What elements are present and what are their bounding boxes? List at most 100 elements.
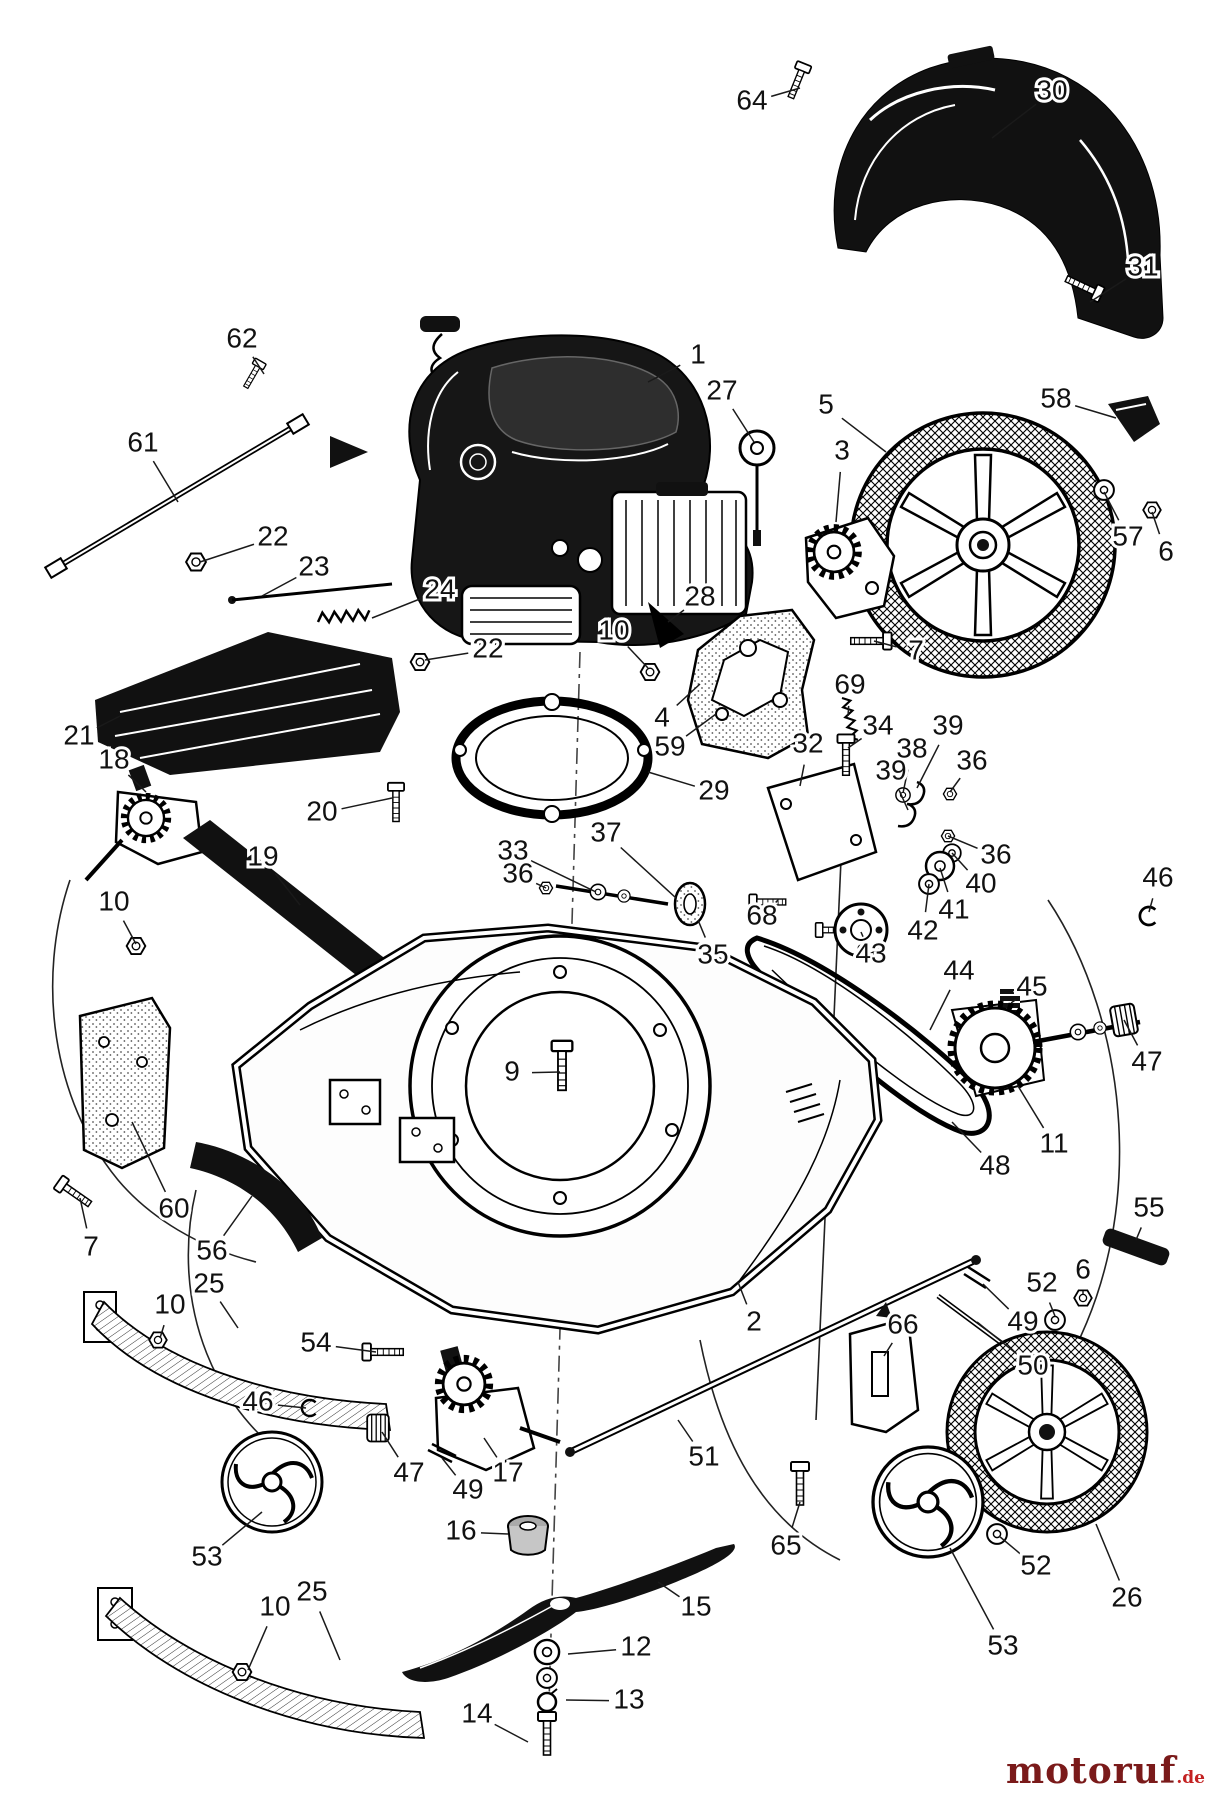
engine-illustration [408,316,754,646]
height-adjuster-rear-illustration [804,516,896,620]
part-label-36: 36 [956,744,987,775]
leader-line-12 [567,1649,617,1655]
leader-line-41 [939,867,949,893]
part-label-25: 25 [193,1267,224,1298]
part-label-2: 2 [746,1305,762,1336]
part-label-27: 27 [706,374,737,405]
leader-line-51 [677,1419,694,1442]
leader-line-18 [127,774,147,793]
transmission-pulley-illustration [814,902,889,958]
leader-line-10 [122,920,137,945]
baffle-nut-lower [231,1662,253,1682]
leader-line-60 [131,1121,167,1193]
part-label-56: 56 [196,1234,227,1265]
part-label-13: 13 [613,1683,644,1714]
part-label-49: 49 [1007,1305,1038,1336]
part-label-36: 36 [502,857,533,888]
hinge-bolt [790,1461,810,1506]
part-label-3: 3 [834,434,850,465]
height-adjuster-left-illustration [84,764,204,882]
part-label-65: 65 [770,1529,801,1560]
leader-line-5 [841,417,887,453]
part-label-51: 51 [688,1440,719,1471]
part-label-39: 39 [875,754,906,785]
roll-pin [427,1442,457,1464]
part-label-61: 61 [127,426,158,457]
leader-line-14 [494,1723,529,1743]
part-label-55: 55 [1133,1191,1164,1222]
part-label-10: 10 [154,1288,185,1319]
leader-line-44 [929,989,951,1031]
part-label-6: 6 [1158,535,1174,566]
part-label-33: 33 [497,834,528,865]
leader-line-10 [159,1324,165,1339]
part-label-23: 23 [298,550,329,581]
leader-line-62 [252,356,265,375]
part-label-18: 18 [98,743,129,774]
leader-line-33 [530,860,597,893]
leader-line-1 [647,364,681,383]
part-label-7: 7 [908,634,924,665]
leader-line-10 [247,1626,268,1671]
leader-line-22 [424,652,469,661]
leader-line-35 [697,919,706,938]
leader-line-37 [620,846,677,899]
part-label-10: 10 [98,885,129,916]
mount-bracket-illustration [766,762,878,882]
hubcap-right-illustration [871,1445,985,1559]
leader-line-36 [947,835,978,849]
handle-rod-illustration [43,412,368,580]
part-label-34: 34 [862,709,893,740]
leader-line-6 [1151,511,1161,535]
part-label-46: 46 [1142,861,1173,892]
front-wheel-illustration [945,1330,1149,1534]
handle-pad-illustration [1102,1228,1170,1266]
shaft-e-clip [1138,905,1157,927]
front-baffle-lower-illustration [97,1587,426,1739]
wheel-trim-cap [1108,396,1160,442]
assembly-arrow [648,602,684,648]
wheel-washer [1093,479,1115,501]
leader-line-10 [627,646,649,669]
adjuster-bolt-front [361,1342,405,1362]
watermark-logo[interactable]: motoruf.de [1006,1750,1205,1792]
lock-washer [536,1688,558,1713]
part-label-26: 26 [1111,1581,1142,1612]
part-label-37: 37 [590,816,621,847]
part-label-53: 53 [987,1629,1018,1660]
watermark-suffix: .de [1176,1768,1205,1788]
leader-line-43 [860,931,864,937]
watermark-brand: motoruf [1006,1750,1177,1792]
part-label-66: 66 [887,1308,918,1339]
leader-line-15 [657,1581,680,1598]
cover-screw [782,59,813,102]
leader-line-54 [335,1345,377,1353]
part-label-16: 16 [445,1514,476,1545]
part-label-68: 68 [746,899,777,930]
leader-line-28 [667,609,685,623]
part-label-1: 1 [690,338,706,369]
leader-line-48 [951,1121,982,1154]
part-label-52: 52 [1026,1266,1057,1297]
leader-line-68 [775,899,779,903]
part-label-6: 6 [1075,1253,1091,1284]
leader-line-69 [847,705,850,717]
part-label-42: 42 [907,914,938,945]
part-label-29: 29 [698,774,729,805]
part-label-15: 15 [680,1590,711,1621]
chute-nut [185,552,207,572]
part-label-53: 53 [191,1540,222,1571]
rod-washer [1044,1309,1066,1331]
leader-line-46 [277,1404,307,1409]
leader-line-55 [1135,1227,1142,1241]
leader-line-25 [219,1301,239,1329]
part-label-57: 57 [1112,520,1143,551]
blade-washer-2 [536,1667,558,1689]
leader-line-59 [685,713,717,737]
rod-screw [239,357,267,392]
baffle-bolt [52,1174,96,1212]
part-label-47: 47 [393,1456,424,1487]
leader-line-9 [531,1071,561,1074]
leader-line-45 [1010,999,1017,1004]
leader-line-52 [998,1535,1022,1555]
